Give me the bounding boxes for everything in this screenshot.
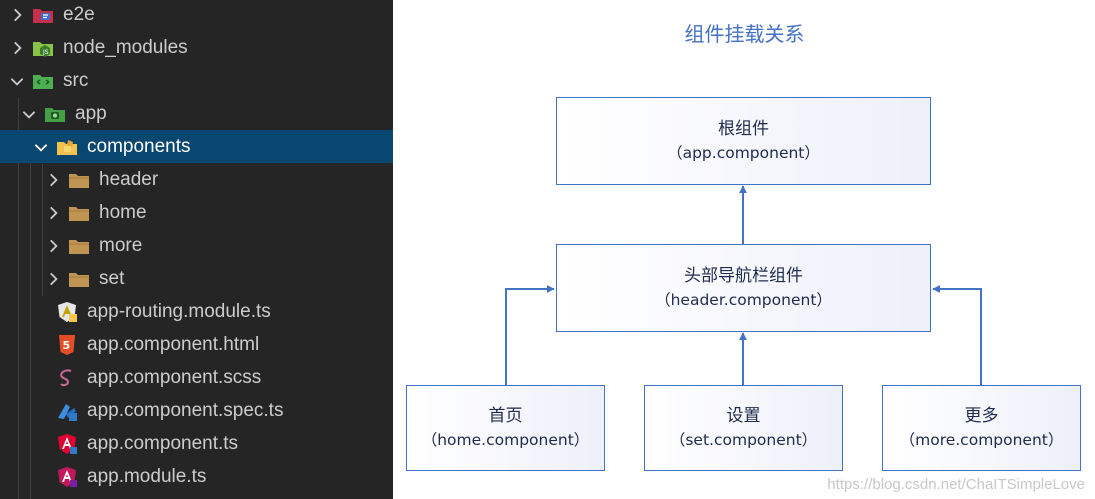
html5-icon: 5 (56, 334, 78, 356)
tree-item-label: components (87, 135, 191, 157)
chevron-down-icon (32, 138, 50, 156)
node-sub: （more.component） (899, 431, 1064, 449)
svg-text:5: 5 (63, 339, 71, 352)
tree-item-app-component-scss[interactable]: app.component.scss (0, 361, 393, 394)
arrow-home-to-header (505, 285, 555, 385)
chevron-down-icon (8, 72, 26, 90)
node-set-component: 设置 （set.component） (644, 385, 843, 471)
e2e-folder-icon (32, 4, 54, 26)
spec-test-icon (56, 400, 78, 422)
tree-item-label: app.component.html (87, 333, 260, 355)
tree-item-label: app-routing.module.ts (87, 300, 271, 322)
node-header-component: 头部导航栏组件 （header.component） (556, 244, 931, 332)
src-folder-icon (32, 70, 54, 92)
file-explorer: e2e JS node_modules src app components h… (0, 0, 393, 499)
tree-item-app-routing-module[interactable]: app-routing.module.ts (0, 295, 393, 328)
angular-module-icon (56, 466, 78, 488)
tree-item-node-modules[interactable]: JS node_modules (0, 31, 393, 64)
folder-icon (68, 235, 90, 257)
components-folder-icon (56, 136, 78, 158)
tree-item-src[interactable]: src (0, 64, 393, 97)
node-home-component: 首页 （home.component） (406, 385, 605, 471)
svg-text:JS: JS (42, 49, 49, 56)
indent-guide (18, 98, 19, 499)
tree-item-label: e2e (63, 3, 95, 25)
tree-item-label: app.component.scss (87, 366, 262, 388)
tree-item-app-component-ts[interactable]: app.component.ts (0, 427, 393, 460)
tree-item-label: node_modules (63, 36, 188, 58)
chevron-right-icon (44, 270, 62, 288)
folder-icon (68, 268, 90, 290)
node-sub: （set.component） (669, 431, 818, 449)
node-sub: （home.component） (421, 431, 590, 449)
indent-guide (42, 164, 43, 296)
node-sub: （header.component） (655, 291, 832, 309)
chevron-right-icon (44, 204, 62, 222)
angular-routing-icon (56, 301, 78, 323)
node-modules-folder-icon: JS (32, 37, 54, 59)
tree-item-components[interactable]: components (0, 130, 393, 163)
tree-item-label: set (99, 267, 125, 289)
node-root-component: 根组件 （app.component） (556, 97, 931, 185)
node-more-component: 更多 （more.component） (882, 385, 1081, 471)
chevron-down-icon (20, 105, 38, 123)
node-name: 首页 (488, 406, 523, 426)
chevron-right-icon (44, 171, 62, 189)
chevron-right-icon (8, 6, 26, 24)
tree-item-app-module-ts[interactable]: app.module.ts (0, 460, 393, 493)
folder-icon (68, 169, 90, 191)
tree-item-label: app.module.ts (87, 465, 207, 487)
angular-component-icon (56, 433, 78, 455)
indent-guide (30, 131, 31, 499)
tree-item-label: app.component.spec.ts (87, 399, 284, 421)
node-sub: （app.component） (667, 144, 820, 162)
tree-item-e2e[interactable]: e2e (0, 0, 393, 31)
tree-item-label: more (99, 234, 143, 256)
chevron-right-icon (44, 237, 62, 255)
tree-item-app-component-html[interactable]: 5 app.component.html (0, 328, 393, 361)
tree-item-label: src (63, 69, 89, 91)
sass-icon (56, 367, 78, 389)
tree-item-app[interactable]: app (0, 97, 393, 130)
node-name: 根组件 (718, 119, 769, 139)
tree-item-app-component-spec[interactable]: app.component.spec.ts (0, 394, 393, 427)
tree-item-header[interactable]: header (0, 163, 393, 196)
tree-item-label: header (99, 168, 159, 190)
diagram-title: 组件挂载关系 (684, 22, 805, 46)
node-name: 更多 (964, 406, 999, 426)
component-mount-diagram: 组件挂载关系 根组件 （app.component） 头部导航栏组件 （head… (394, 0, 1095, 499)
chevron-right-icon (8, 39, 26, 57)
tree-item-label: app.component.ts (87, 432, 239, 454)
folder-icon (68, 202, 90, 224)
node-name: 头部导航栏组件 (684, 266, 803, 286)
arrow-more-to-header (932, 285, 982, 385)
tree-item-label: app (75, 102, 107, 124)
watermark: https://blog.csdn.net/ChaITSimpleLove (827, 476, 1085, 493)
app-folder-icon (44, 103, 66, 125)
tree-item-more[interactable]: more (0, 229, 393, 262)
node-name: 设置 (726, 406, 761, 426)
tree-item-home[interactable]: home (0, 196, 393, 229)
diagram-connectors (505, 185, 982, 385)
tree-item-label: home (99, 201, 147, 223)
tree-item-set[interactable]: set (0, 262, 393, 295)
